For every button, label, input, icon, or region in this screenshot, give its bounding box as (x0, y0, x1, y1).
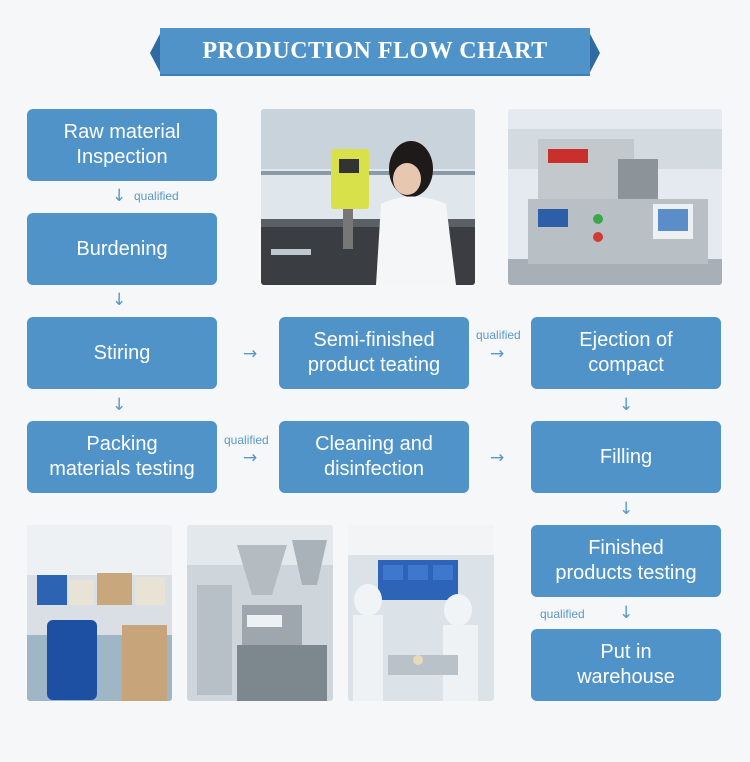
qualified-label: qualified (540, 607, 585, 621)
step-cleaning-and-disinfection: Cleaning and disinfection (279, 421, 469, 493)
step-stiring: Stiring (27, 317, 217, 389)
arrow-down-icon: ↓ (112, 290, 127, 310)
arrow-down-icon: ↓ (112, 186, 127, 206)
arrow-down-icon: ↓ (619, 499, 634, 519)
page-title: PRODUCTION FLOW CHART (202, 38, 548, 64)
step-semi-finished-product-testing: Semi-finished product teating (279, 317, 469, 389)
step-raw-material-inspection: Raw material Inspection (27, 109, 217, 181)
step-filling: Filling (531, 421, 721, 493)
qualified-label: qualified (224, 433, 269, 447)
step-burdening: Burdening (27, 213, 217, 285)
lab-technician-photo (261, 109, 475, 285)
step-put-in-warehouse: Put in warehouse (531, 629, 721, 701)
arrow-right-icon: → (243, 448, 258, 468)
title-banner (160, 28, 590, 74)
arrow-down-icon: ↓ (619, 395, 634, 415)
arrow-right-icon: → (490, 344, 505, 364)
banner-ribbon-right (588, 30, 600, 76)
qualified-label: qualified (476, 328, 521, 342)
packing-workers-photo (348, 525, 494, 701)
qualified-label: qualified (134, 189, 179, 203)
arrow-down-icon: ↓ (619, 603, 634, 623)
banner-ribbon-left (150, 30, 162, 76)
filling-line-photo (187, 525, 333, 701)
arrow-down-icon: ↓ (112, 395, 127, 415)
arrow-right-icon: → (490, 448, 505, 468)
step-ejection-of-compact: Ejection of compact (531, 317, 721, 389)
step-finished-products-testing: Finished products testing (531, 525, 721, 597)
step-packing-materials-testing: Packing materials testing (27, 421, 217, 493)
arrow-right-icon: → (243, 344, 258, 364)
filling-machine-photo (508, 109, 722, 285)
warehouse-photo (27, 525, 172, 701)
